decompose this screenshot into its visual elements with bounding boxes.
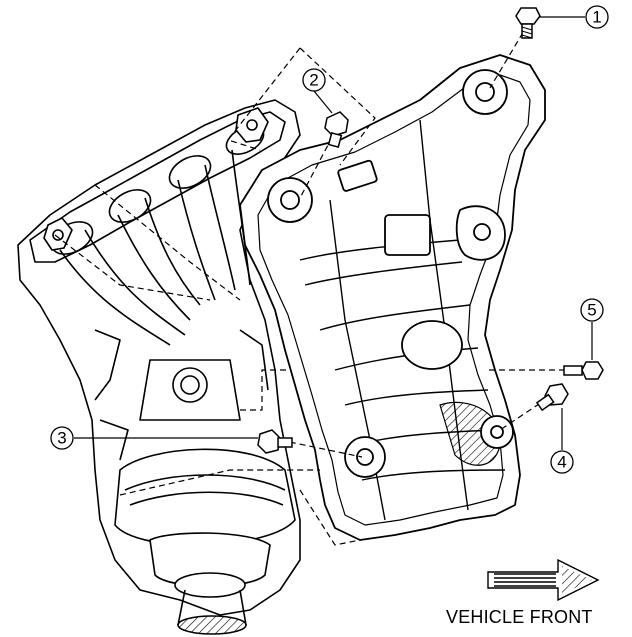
bolt-3: [257, 429, 293, 454]
heat-insulator: [239, 54, 546, 541]
callout-5: 5: [580, 298, 604, 360]
callout-1: 1: [540, 5, 609, 29]
callout-2: 2: [302, 68, 333, 114]
insulator-boss-4: [480, 415, 514, 449]
callout-1-number: 1: [592, 8, 601, 27]
bolt-1: [515, 7, 541, 39]
callout-4-number: 4: [557, 453, 566, 472]
insulator-boss-2: [267, 177, 313, 223]
insulator-boss-1: [462, 69, 508, 115]
vehicle-front-arrow-icon: [487, 558, 600, 602]
callout-4: 4: [550, 408, 574, 474]
callout-5-number: 5: [587, 301, 596, 320]
bolt-4: [535, 383, 569, 412]
callout-3: 3: [50, 426, 258, 450]
bolt-5: [563, 361, 604, 380]
bolt-2: [324, 111, 349, 149]
callout-3-number: 3: [57, 429, 66, 448]
callout-2-number: 2: [309, 71, 318, 90]
insulator-boss-3: [344, 436, 386, 478]
vehicle-front-label: VEHICLE FRONT: [446, 607, 593, 627]
